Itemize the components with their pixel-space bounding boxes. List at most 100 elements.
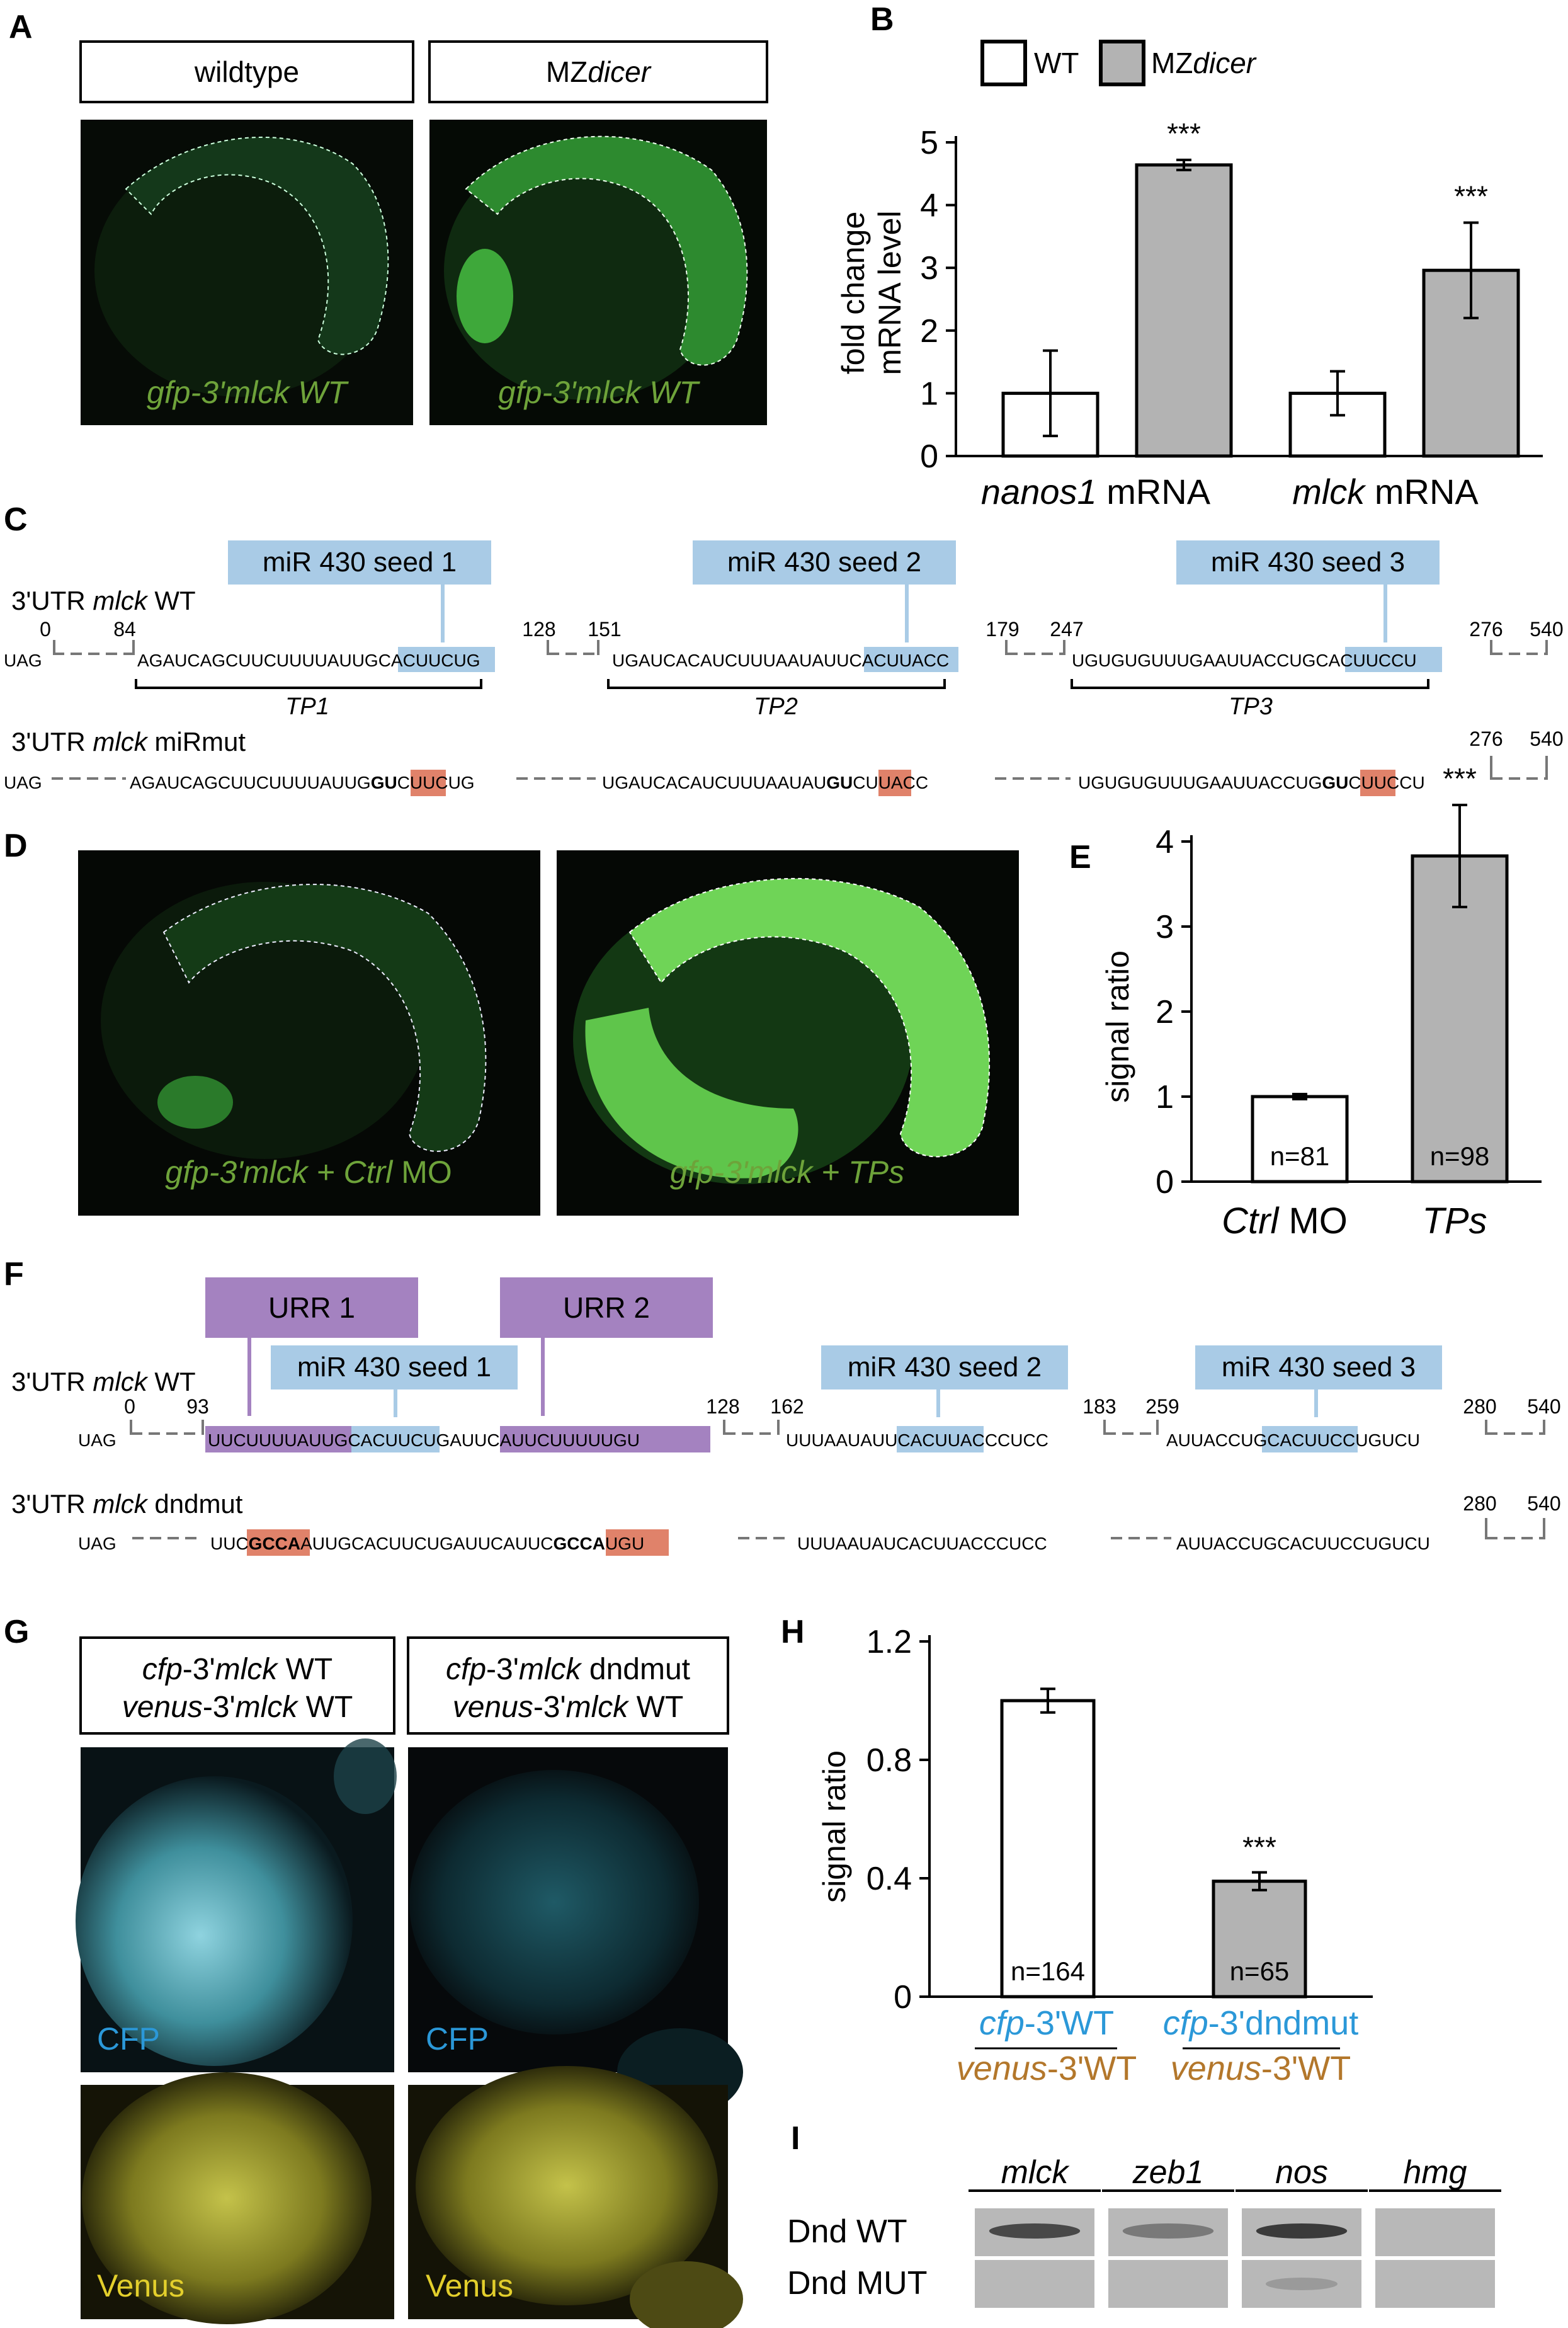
c-seed1-box (228, 540, 491, 585)
f-row2-num-280: 280 (1463, 1492, 1496, 1515)
f-seed3-box (1195, 1345, 1442, 1389)
c-seed1-label: miR 430 seed 1 (263, 547, 457, 578)
chart-e-n-label: n=98 (1430, 1141, 1490, 1171)
f-num-183: 183 (1082, 1395, 1116, 1418)
gel-band (1266, 2278, 1338, 2290)
mzdicer-label-box (428, 40, 768, 103)
f-seed2-box (821, 1345, 1068, 1389)
c-seed3-label: miR 430 seed 3 (1211, 547, 1405, 578)
panel-letter-a: A (9, 9, 33, 45)
gel-col-label: nos (1275, 2154, 1328, 2191)
c-row1-seq3: UGUGUGUUUGAAUUACCUGCACUUCCU (1072, 651, 1417, 670)
f-num-540: 540 (1527, 1395, 1560, 1418)
gel-row-label: Dnd WT (787, 2213, 907, 2250)
c-seed3-box (1176, 540, 1440, 585)
chart-b-ytick-label: 4 (920, 188, 938, 224)
gel-lane (1108, 2208, 1228, 2256)
chart-b-ylabel-2: mRNA level (872, 210, 907, 375)
chart-b-ytick-label: 2 (920, 313, 938, 350)
c-row2-seq1: AGAUCAGCUUCUUUUAUUGGUCUUCUG (130, 773, 475, 792)
venus-label-dndmut: Venus (426, 2268, 513, 2303)
embryo-outline-tps (628, 877, 991, 1158)
chart-h-x2-bottom: venus-3'WT (1171, 2050, 1351, 2087)
f-row1-seq3: AUUACCUGCACUUCCUGUCU (1166, 1430, 1420, 1450)
f-num-162: 162 (770, 1395, 804, 1418)
f-num-128: 128 (706, 1395, 739, 1418)
gel-col-label: mlck (1001, 2154, 1071, 2191)
chart-e-ytick-label: 1 (1156, 1079, 1174, 1116)
f-seed1-label: miR 430 seed 1 (297, 1352, 491, 1383)
cfp-label-wt: CFP (97, 2021, 160, 2057)
f-urr2-label: URR 2 (563, 1291, 650, 1324)
chart-h-x1-top: cfp-3'WT (979, 2004, 1114, 2042)
chart-e-xlabel-1: Ctrl MO (1222, 1201, 1348, 1241)
c-num-128: 128 (522, 618, 555, 641)
c-row2-num-276: 276 (1469, 728, 1503, 750)
c-row1-seq2: UGAUCACAUCUUUAAUAUUCACUUACC (612, 651, 949, 670)
chart-h-1-bar (1212, 1880, 1307, 1999)
chart-h-significance: *** (1242, 1831, 1276, 1864)
f-seed2-label: miR 430 seed 2 (848, 1352, 1042, 1383)
gel-band (1256, 2223, 1348, 2239)
f-seed3-label: miR 430 seed 3 (1222, 1352, 1416, 1383)
c-num-540: 540 (1530, 618, 1563, 641)
g-box2 (407, 1636, 729, 1735)
f-num-280: 280 (1463, 1395, 1496, 1418)
gel-col-label: hmg (1403, 2154, 1467, 2191)
chart-b-ylabel-1: fold change (836, 212, 871, 375)
chart-b-xlabel-2: mlck mRNA (1292, 472, 1479, 511)
chart-h-ytick-label: 0 (894, 1979, 912, 2016)
c-row1-seq1: AGAUCAGCUUCUUUUAUUGCACUUCUG (137, 651, 480, 670)
c-row2-num-540: 540 (1530, 728, 1563, 750)
chart-b-significance: *** (1454, 180, 1488, 212)
embryo-outline-mz (465, 135, 748, 366)
caption-mz: gfp-3'mlck WT (498, 375, 700, 410)
chart-e-1-bar (1411, 854, 1509, 1184)
chart-e-ytick-label: 2 (1156, 994, 1174, 1030)
chart-b-ytick-label: 5 (920, 125, 938, 161)
f-urr1-box (205, 1277, 418, 1338)
c-num-151: 151 (588, 618, 621, 641)
chart-e-ytick-label: 4 (1156, 824, 1174, 860)
c-row2-label: 3'UTR mlck miRmut (11, 727, 246, 756)
legend-wt-swatch (980, 40, 1027, 86)
chart-e-xlabel-2: TPs (1422, 1201, 1487, 1241)
f-row2-seq2: UUUAAUAUCACUUACCCUCC (797, 1534, 1047, 1553)
g-box1-line2: venus-3'mlck WT (122, 1691, 353, 1724)
chart-b-ytick-label: 0 (920, 438, 938, 475)
chart-e-ylabel: signal ratio (1100, 950, 1135, 1103)
chart-e-ytick-label: 3 (1156, 909, 1174, 945)
chart-e-ytick-label: 0 (1156, 1164, 1174, 1201)
f-num-259: 259 (1145, 1395, 1179, 1418)
chart-h-ylabel: signal ratio (817, 1750, 852, 1903)
chart-b-ytick-label: 3 (920, 250, 938, 287)
gel-col-label: zeb1 (1132, 2154, 1204, 2191)
g-box1 (79, 1636, 395, 1735)
c-num-0: 0 (40, 618, 51, 641)
c-tp2: TP2 (754, 693, 798, 720)
c-num-276: 276 (1469, 618, 1503, 641)
panel-letter-g: G (4, 1614, 29, 1650)
caption-tps: gfp-3'mlck + TPs (670, 1155, 904, 1190)
panel-letter-c: C (4, 501, 28, 538)
f-row2-label: 3'UTR mlck dndmut (11, 1489, 243, 1519)
g-box2-line2: venus-3'mlck WT (453, 1691, 684, 1724)
c-seed2-box (693, 540, 956, 585)
f-num-0: 0 (124, 1395, 135, 1418)
f-urr1-label: URR 1 (268, 1291, 355, 1324)
chart-h-ytick-label: 0.8 (866, 1742, 912, 1779)
caption-wt: gfp-3'mlck WT (147, 375, 349, 410)
f-row2-seq3: AUUACCUGCACUUCCUGUCU (1176, 1534, 1430, 1553)
gel-band (989, 2223, 1081, 2239)
f-urr2-box (500, 1277, 713, 1338)
chart-h-ytick-label: 0.4 (866, 1861, 912, 1897)
c-tp1: TP1 (285, 693, 329, 720)
chart-h-x1-bottom: venus-3'WT (957, 2050, 1137, 2087)
legend-mz-label: MZdicer (1151, 47, 1257, 79)
c-row2-seq2: UGAUCACAUCUUUAAUAUGUCUUACC (602, 773, 928, 792)
chart-h-n-label: n=164 (1011, 1956, 1085, 1986)
